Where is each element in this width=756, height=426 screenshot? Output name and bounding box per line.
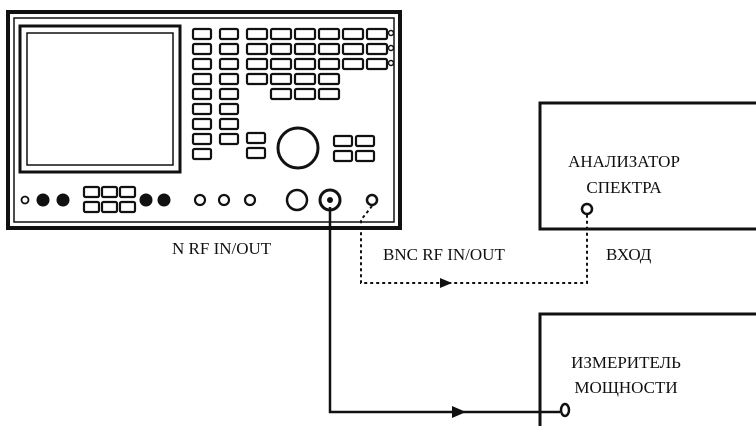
keypad-key[interactable] (191, 42, 213, 56)
function-key[interactable] (269, 57, 293, 71)
function-key[interactable] (245, 72, 269, 86)
keypad-key[interactable] (191, 102, 213, 116)
power-meter: ИЗМЕРИТЕЛЬ МОЩНОСТИ (538, 312, 756, 426)
function-key[interactable] (293, 42, 317, 56)
indicator-led (387, 59, 395, 67)
power-meter-title-line1: ИЗМЕРИТЕЛЬ (571, 353, 681, 372)
bnc-cable-arrow-icon (440, 278, 452, 288)
test-set-display-screen (26, 32, 174, 166)
function-key[interactable] (317, 87, 341, 101)
black-knob[interactable] (157, 193, 171, 207)
spectrum-analyzer-title-line2: СПЕКТРА (586, 178, 662, 197)
n-cable-solid (328, 207, 560, 418)
function-key[interactable] (293, 87, 317, 101)
test-set-inner-frame (13, 17, 395, 223)
function-key[interactable] (245, 42, 269, 56)
bnc-cable-dotted (360, 205, 588, 288)
round-jack[interactable] (217, 193, 231, 207)
keypad-key[interactable] (191, 117, 213, 131)
analyzer-input-label: ВХОД (606, 245, 652, 264)
function-key[interactable] (269, 27, 293, 41)
softkey[interactable] (118, 200, 137, 214)
function-key[interactable] (341, 57, 365, 71)
function-key[interactable] (293, 72, 317, 86)
keypad-key[interactable] (218, 42, 240, 56)
function-key[interactable] (317, 72, 341, 86)
keypad-key[interactable] (218, 57, 240, 71)
function-key[interactable] (269, 42, 293, 56)
test-set-instrument (6, 10, 402, 230)
small-jack[interactable] (20, 195, 30, 205)
function-key[interactable] (293, 57, 317, 71)
spectrum-analyzer: АНАЛИЗАТОР СПЕКТРА (538, 101, 756, 231)
power-meter-box (538, 312, 756, 426)
function-key[interactable] (354, 134, 376, 148)
keypad-key[interactable] (191, 132, 213, 146)
softkey[interactable] (82, 185, 101, 199)
keypad-key[interactable] (218, 132, 240, 146)
keypad-key[interactable] (218, 87, 240, 101)
function-key[interactable] (245, 27, 269, 41)
keypad-key[interactable] (191, 87, 213, 101)
keypad-key[interactable] (218, 27, 240, 41)
black-knob[interactable] (56, 193, 70, 207)
softkey[interactable] (100, 185, 119, 199)
keypad-key[interactable] (218, 102, 240, 116)
large-jack[interactable] (285, 188, 309, 212)
n-rf-port-label: N RF IN/OUT (172, 239, 272, 258)
indicator-led (387, 29, 395, 37)
power-meter-input-connector[interactable] (559, 402, 571, 418)
spectrum-analyzer-box (538, 101, 756, 231)
tuning-knob[interactable] (276, 126, 320, 170)
function-key[interactable] (365, 57, 389, 71)
black-knob[interactable] (139, 193, 153, 207)
function-key[interactable] (317, 27, 341, 41)
keypad-key[interactable] (191, 27, 213, 41)
round-jack[interactable] (193, 193, 207, 207)
function-key[interactable] (245, 131, 267, 145)
black-knob[interactable] (36, 193, 50, 207)
softkey[interactable] (118, 185, 137, 199)
function-key[interactable] (245, 146, 267, 160)
keypad-key[interactable] (218, 117, 240, 131)
spectrum-analyzer-input-connector[interactable] (580, 202, 594, 216)
function-key[interactable] (269, 72, 293, 86)
function-key[interactable] (341, 42, 365, 56)
test-set-bottom-controls (20, 185, 309, 214)
function-key[interactable] (354, 149, 376, 163)
function-key[interactable] (365, 27, 389, 41)
keypad-key[interactable] (191, 57, 213, 71)
function-key[interactable] (341, 27, 365, 41)
function-key[interactable] (293, 27, 317, 41)
round-jack[interactable] (243, 193, 257, 207)
bnc-cable-path (360, 205, 588, 284)
test-set-keypad (191, 27, 395, 163)
n-cable-path (328, 207, 560, 414)
keypad-key[interactable] (191, 72, 213, 86)
bnc-rf-port-label: BNC RF IN/OUT (383, 245, 505, 264)
n-cable-arrow-icon (452, 406, 466, 418)
function-key[interactable] (317, 57, 341, 71)
softkey[interactable] (100, 200, 119, 214)
keypad-key[interactable] (191, 147, 213, 161)
n-rf-connector-inner (327, 197, 333, 203)
indicator-led (387, 44, 395, 52)
keypad-key[interactable] (218, 72, 240, 86)
function-key[interactable] (245, 57, 269, 71)
function-key[interactable] (365, 42, 389, 56)
function-key[interactable] (317, 42, 341, 56)
softkey[interactable] (82, 200, 101, 214)
function-key[interactable] (332, 134, 354, 148)
spectrum-analyzer-title-line1: АНАЛИЗАТОР (568, 152, 680, 171)
function-key[interactable] (332, 149, 354, 163)
power-meter-title-line2: МОЩНОСТИ (574, 378, 677, 397)
function-key[interactable] (269, 87, 293, 101)
bnc-rf-connector[interactable] (365, 193, 379, 207)
